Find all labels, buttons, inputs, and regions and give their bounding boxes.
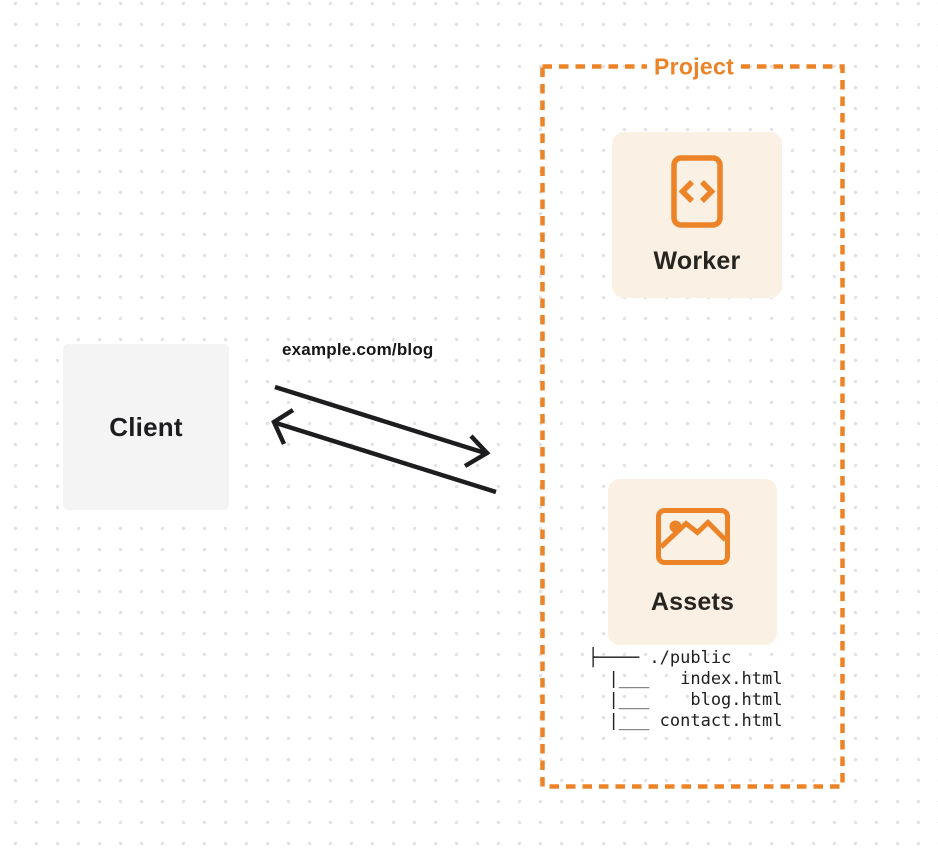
worker-label: Worker	[653, 246, 741, 275]
client-label: Client	[109, 411, 183, 442]
assets-label: Assets	[650, 587, 735, 616]
assets-node: Assets	[608, 479, 777, 645]
client-node: Client	[63, 344, 229, 510]
request-arrow	[274, 384, 491, 468]
code-file-icon	[671, 154, 723, 228]
request-url-label: example.com/blog	[282, 340, 434, 359]
worker-node: Worker	[612, 132, 782, 298]
assets-file-tree: ├──── ./public |___ index.html |___ blog…	[588, 648, 783, 731]
response-arrow	[271, 408, 497, 495]
project-label: Project	[646, 53, 742, 81]
image-icon	[655, 507, 730, 565]
